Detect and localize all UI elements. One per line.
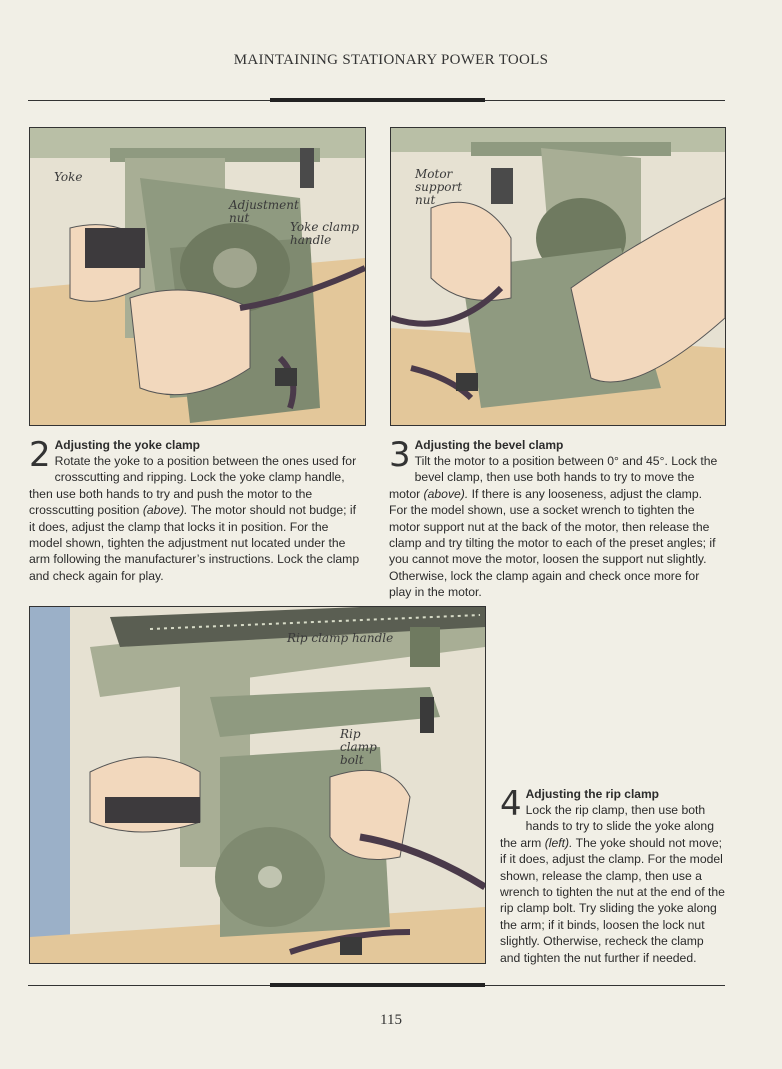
running-head: MAINTAINING STATIONARY POWER TOOLS <box>233 52 549 68</box>
label-adjustment-nut: Adjustment nut <box>229 198 299 225</box>
step-3-title: Adjusting the bevel clamp <box>414 438 564 452</box>
illustration-yoke-clamp <box>29 127 366 426</box>
step-2-number: 2 <box>29 435 51 475</box>
step-2-text: Rotate the yoke to a position between th… <box>29 454 357 518</box>
step-4: 4 Adjusting the rip clamp Lock the rip c… <box>500 787 726 966</box>
label-rip-clamp-handle: Rip clamp handle <box>287 631 394 645</box>
illustration-bevel-clamp <box>390 127 726 426</box>
step-2-title: Adjusting the yoke clamp <box>54 438 200 452</box>
yoke-clamp-drawing <box>30 128 365 425</box>
step-4-ref: (left). <box>544 835 573 850</box>
header-rule-accent <box>270 98 485 102</box>
step-3: 3 Adjusting the bevel clamp Tilt the mot… <box>389 438 723 601</box>
step-4-number: 4 <box>500 784 522 824</box>
label-yoke: Yoke <box>54 170 83 184</box>
step-2: 2 Adjusting the yoke clamp Rotate the yo… <box>29 438 363 584</box>
label-motor-support-nut: Motor support nut <box>415 167 463 207</box>
footer-rule-accent <box>270 983 485 987</box>
step-4-text-cont: The yoke should not move; if it does, ad… <box>500 835 725 965</box>
step-2-ref: (above). <box>142 503 188 518</box>
bevel-clamp-drawing <box>391 128 725 425</box>
rip-clamp-drawing <box>30 607 485 963</box>
label-yoke-clamp-handle: Yoke clamp handle <box>290 220 360 247</box>
step-4-text: Lock the rip clamp, then use both hands … <box>500 803 714 850</box>
step-3-text: Tilt the motor to a position between 0° … <box>389 454 718 501</box>
step-4-title: Adjusting the rip clamp <box>525 787 659 801</box>
label-rip-clamp-bolt: Rip clamp bolt <box>340 727 377 767</box>
page-number: 115 <box>380 1012 402 1028</box>
step-3-text-cont: If there is any looseness, adjust the cl… <box>389 486 716 600</box>
step-3-ref: (above). <box>423 486 469 501</box>
illustration-rip-clamp <box>29 606 486 964</box>
step-2-text-cont: The motor should not budge; if it does, … <box>29 503 360 583</box>
step-3-number: 3 <box>389 435 411 475</box>
